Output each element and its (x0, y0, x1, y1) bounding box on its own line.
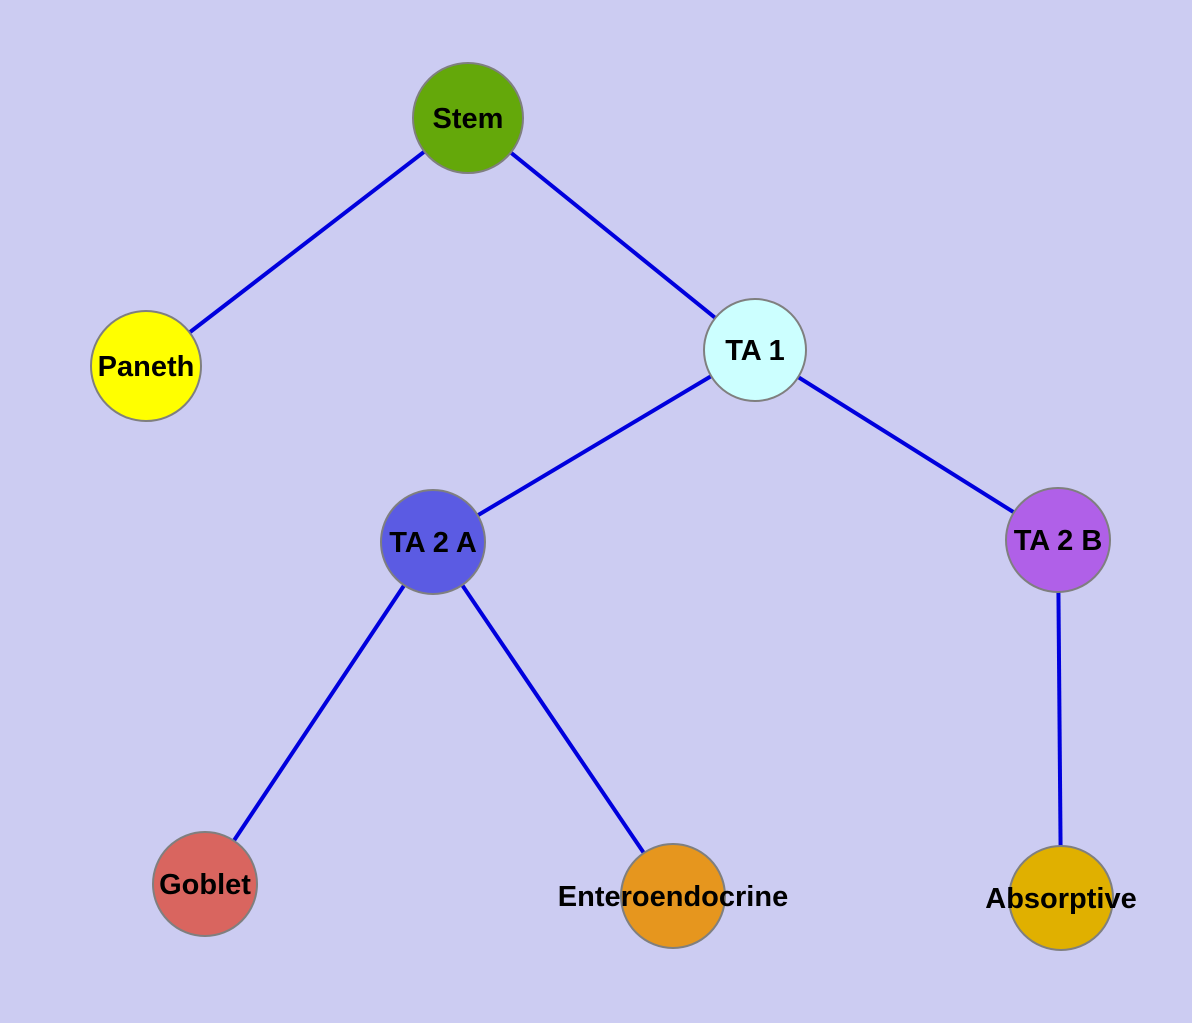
node-goblet[interactable]: Goblet (152, 831, 258, 937)
edge-ta1-ta2a (431, 348, 757, 544)
edge-ta2a-enteroendocrine (431, 540, 675, 898)
node-ta2a[interactable]: TA 2 A (380, 489, 486, 595)
node-ta2b[interactable]: TA 2 B (1005, 487, 1111, 593)
node-ta1[interactable]: TA 1 (703, 298, 807, 402)
node-circle-stem[interactable] (412, 62, 524, 174)
edge-stem-ta1 (466, 116, 757, 352)
node-paneth[interactable]: Paneth (90, 310, 202, 422)
edge-layer (144, 116, 1063, 899)
node-circle-paneth[interactable] (90, 310, 202, 422)
node-circle-goblet[interactable] (152, 831, 258, 937)
node-stem[interactable]: Stem (412, 62, 524, 174)
edge-ta2a-goblet (203, 540, 435, 886)
edge-ta2b-absorptive (1056, 539, 1063, 899)
node-circle-enteroendocrine[interactable] (620, 843, 726, 949)
node-circle-ta2a[interactable] (380, 489, 486, 595)
edge-ta1-ta2b (753, 348, 1060, 542)
node-circle-ta1[interactable] (703, 298, 807, 402)
node-circle-ta2b[interactable] (1005, 487, 1111, 593)
node-circle-absorptive[interactable] (1008, 845, 1114, 951)
edge-stem-paneth (144, 116, 470, 368)
